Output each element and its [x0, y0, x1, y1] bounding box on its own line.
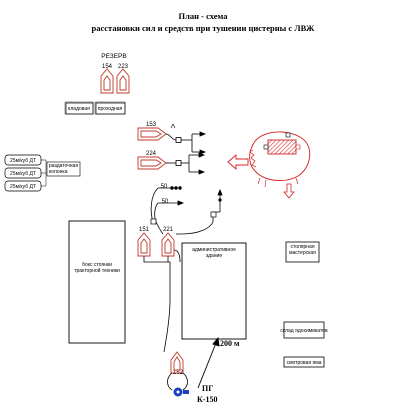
truck-151-number: 151 — [139, 227, 150, 233]
fuel-tank-1: 25м/куб ДТ — [4, 154, 42, 166]
garage-building — [68, 220, 126, 344]
title-line-1: План - схема — [178, 11, 228, 21]
checkpoint-box: проходная — [94, 101, 126, 115]
reserve-label: РЕЗЕРВ — [101, 53, 126, 60]
truck-151-icon — [137, 232, 151, 257]
chem-warehouse-building: склад ядохимикатов — [280, 321, 328, 339]
svg-text:25м/куб ДТ: 25м/куб ДТ — [10, 158, 36, 164]
hose-224 — [166, 152, 206, 175]
fuel-tank-3: 25м/куб ДТ — [4, 180, 42, 192]
pump-column-label: раздаточная колонка — [49, 163, 79, 175]
pump-column-box: раздаточная колонка — [46, 161, 81, 177]
hydrant-hose — [167, 372, 188, 391]
reserve-truck-223-number: 223 — [118, 64, 129, 70]
reserve-truck-154-number: 154 — [102, 64, 113, 70]
nozzle-50a-label: 50 — [161, 184, 168, 190]
reserve-truck-154-icon — [100, 68, 114, 94]
admin-building — [181, 242, 247, 340]
truck-153-number: 153 — [146, 122, 157, 128]
hydrant-code: ПГ — [202, 384, 213, 393]
hose-153 — [165, 123, 207, 155]
inspection-pit: смотровая яма — [283, 356, 325, 368]
checkpoint-label: проходная — [98, 106, 123, 112]
burning-tank-icon — [249, 131, 311, 188]
hydrant-capacity: К-150 — [197, 395, 217, 404]
fire-spread-arrow-down-icon — [283, 183, 295, 199]
chem-warehouse-label: склад ядохимикатов — [280, 328, 328, 334]
storage-box: кладовая — [64, 101, 94, 115]
distance-label: 200 м — [220, 339, 240, 348]
hydrant-icon — [173, 387, 189, 397]
garage-label: бокс стоянки тракторной техники — [74, 262, 120, 274]
truck-224-icon — [137, 156, 167, 170]
reserve-truck-223-icon — [116, 68, 130, 94]
truck-153-icon — [137, 127, 167, 141]
carpentry-label: столярная мастерская — [289, 244, 316, 256]
truck-221-number: 221 — [163, 227, 174, 233]
truck-221-icon — [161, 232, 175, 257]
distance-arrow — [197, 336, 220, 389]
fire-spread-arrow-icon — [227, 154, 249, 170]
fuel-tank-2: 25м/куб ДТ — [4, 167, 42, 179]
title-line-2: расстановки сил и средств при тушении ци… — [92, 23, 316, 33]
storage-label: кладовая — [68, 106, 90, 112]
admin-label: административное здание — [192, 247, 236, 259]
inspection-pit-label: смотровая яма — [287, 360, 322, 366]
supply-hoses — [143, 221, 214, 353]
svg-text:25м/куб ДТ: 25м/куб ДТ — [10, 184, 36, 190]
truck-152-icon — [170, 351, 184, 374]
nozzle-50b-label: 50 — [162, 199, 169, 205]
truck-224-number: 224 — [146, 151, 157, 157]
carpentry-building: столярная мастерская — [285, 241, 320, 263]
svg-text:25м/куб ДТ: 25м/куб ДТ — [10, 171, 36, 177]
